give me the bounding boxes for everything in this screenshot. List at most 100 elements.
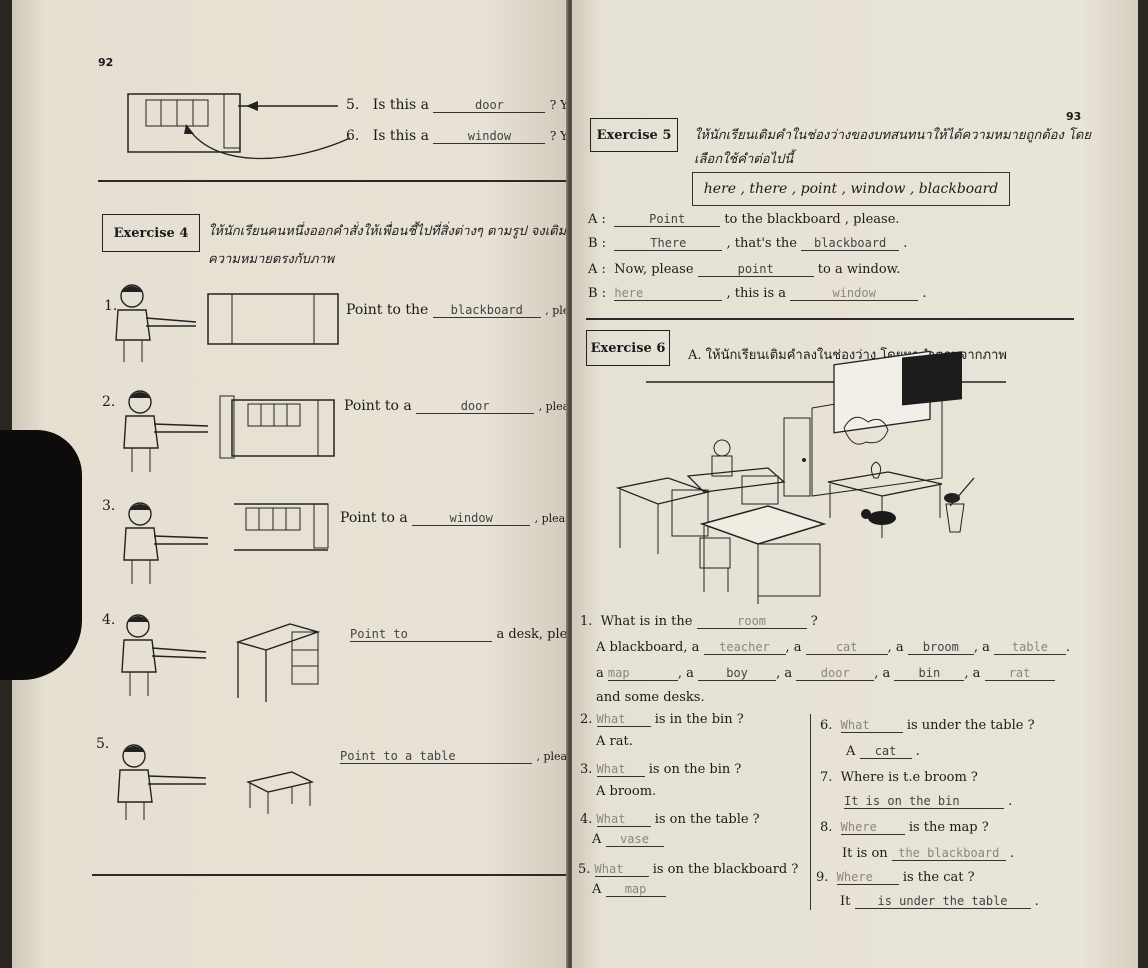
question-text: is in the bin ?	[654, 712, 744, 727]
reply-prefix: It is on	[842, 846, 888, 861]
answer-blank: blackboard	[432, 303, 541, 318]
question-number: 7.	[820, 770, 833, 785]
answer-blank: vase	[605, 832, 664, 847]
page-number: 92	[98, 56, 114, 69]
question-text: Where is t.e broom ?	[840, 770, 978, 785]
question-text: is on the bin ?	[648, 762, 742, 777]
question-1: 1. What is in the room ?	[580, 614, 818, 629]
thumb-shadow	[0, 430, 82, 680]
reply-3: A broom.	[596, 784, 657, 799]
answer-blank: map	[605, 882, 666, 897]
answer-blank: Where	[840, 820, 905, 835]
question-number: 2.	[580, 712, 593, 727]
answer-blank: What	[596, 712, 651, 727]
dialogue-text: to the blackboard , please.	[724, 212, 900, 227]
boy-pointing-icon	[123, 502, 209, 584]
boy-pointing-icon	[123, 390, 209, 472]
door-icon	[219, 395, 335, 459]
dialogue-end: .	[903, 236, 908, 251]
question-text: is on the table ?	[654, 812, 760, 827]
answer-blank: What	[596, 812, 651, 827]
answer-blank: cat	[805, 640, 888, 655]
reply-prefix: A	[592, 832, 602, 847]
answer-blank: What	[594, 862, 649, 877]
left-page: 92 5. Is this a door ? Ye 6. Is this a w…	[12, 0, 597, 968]
answer-blank: map	[607, 666, 678, 681]
item-prefix: Point to a	[344, 398, 412, 414]
answer-blank: What	[840, 718, 903, 733]
item-number: 3.	[102, 498, 116, 514]
dialogue-line-1: A : Point to the blackboard , please.	[588, 212, 900, 227]
blackboard-icon	[207, 293, 339, 345]
exercise-4-item-4: Point to a desk, please	[350, 626, 589, 642]
answer-blank: teacher	[703, 640, 786, 655]
answer-blank: window	[412, 511, 531, 526]
answer-blank: Point	[614, 212, 721, 227]
instruction-line-1: ให้นักเรียนคนหนึ่งออกคำสั่งให้เพื่อนชี้ไ…	[208, 224, 598, 239]
item-number: 6.	[346, 128, 360, 144]
question-text: is on the blackboard ?	[652, 862, 799, 877]
reply-4: A vase	[592, 832, 664, 847]
line-prefix: A blackboard, a	[596, 640, 700, 655]
question-5: 5. What is on the blackboard ?	[578, 862, 798, 877]
word-box: here , there , point , window , blackboa…	[692, 172, 1010, 206]
item-text: Is this a	[372, 97, 429, 113]
question-9: 9. Where is the cat ?	[816, 870, 975, 885]
dialogue-text: to a window.	[817, 262, 901, 277]
answer-blank: Where	[836, 870, 899, 885]
reply-end: .	[1034, 894, 1039, 909]
exercise-5-label: Exercise 5	[590, 118, 678, 152]
question-7: 7. Where is t.e broom ?	[820, 770, 978, 785]
item-number: 4.	[102, 612, 116, 628]
item-number: 2.	[102, 394, 116, 410]
question-1-line-2: A blackboard, a teacher, a cat, a broom,…	[596, 640, 1071, 655]
question-number: 6.	[820, 718, 833, 733]
dialogue-text: , that's the	[726, 236, 797, 251]
dialogue-pre: Now, please	[614, 262, 694, 277]
answer-blank: the blackboard	[891, 846, 1006, 861]
column-divider	[810, 714, 812, 910]
question-1-line-3: a map, a boy, a door, a bin, a rat	[596, 666, 1055, 681]
boy-pointing-icon	[121, 614, 207, 696]
question-4: 4. What is on the table ?	[580, 812, 760, 827]
boy-pointing-icon	[115, 284, 197, 362]
answer-blank: is under the table	[854, 894, 1031, 909]
speaker: B :	[588, 236, 607, 251]
question-text: What is in the	[600, 614, 693, 629]
dialogue-line-3: A : Now, please point to a window.	[588, 262, 900, 277]
reply-end: .	[1009, 846, 1015, 861]
answer-blank: blackboard	[801, 236, 900, 251]
question-text: is the cat ?	[902, 870, 975, 885]
answer-blank: There	[614, 236, 723, 251]
answer-blank: rat	[984, 666, 1055, 681]
instruction-line-2: ความหมายตรงกับภาพ	[208, 252, 335, 267]
divider	[98, 180, 568, 182]
question-2: 2. What is in the bin ?	[580, 712, 744, 727]
answer-blank: broom	[907, 640, 974, 655]
exercise-4-item-1: Point to the blackboard , please	[346, 302, 588, 318]
exercise-4-item-2: Point to a door , please	[344, 398, 581, 414]
right-page: 93 Exercise 5 ให้นักเรียนเติมคำในช่องว่า…	[572, 0, 1138, 968]
answer-blank: Point to	[350, 627, 492, 642]
question-number: 1.	[580, 614, 593, 629]
reply-prefix: A	[846, 744, 856, 759]
answer-blank: here	[614, 286, 723, 301]
question-number: 9.	[816, 870, 829, 885]
question-1-end: and some desks.	[596, 690, 705, 705]
question-text: is the map ?	[908, 820, 989, 835]
item-number: 5.	[346, 97, 360, 113]
answer-blank: door	[796, 666, 875, 681]
reply-prefix: A	[592, 882, 602, 897]
window-door-illustration	[127, 93, 351, 160]
classroom-illustration	[615, 350, 1006, 604]
reply-2: A rat.	[596, 734, 633, 749]
item-text: Is this a	[372, 128, 429, 144]
exercise-5-instruction-1: ให้นักเรียนเติมคำในช่องว่างของบทสนทนาให้…	[694, 128, 1091, 143]
question-number: 4.	[580, 812, 593, 827]
answer-blank: What	[596, 762, 645, 777]
reply-9: It is under the table .	[840, 894, 1039, 909]
dialogue-end: .	[922, 286, 927, 301]
dialogue-line-4: B : here , this is a window .	[588, 286, 926, 301]
answer-blank: window	[433, 129, 546, 144]
